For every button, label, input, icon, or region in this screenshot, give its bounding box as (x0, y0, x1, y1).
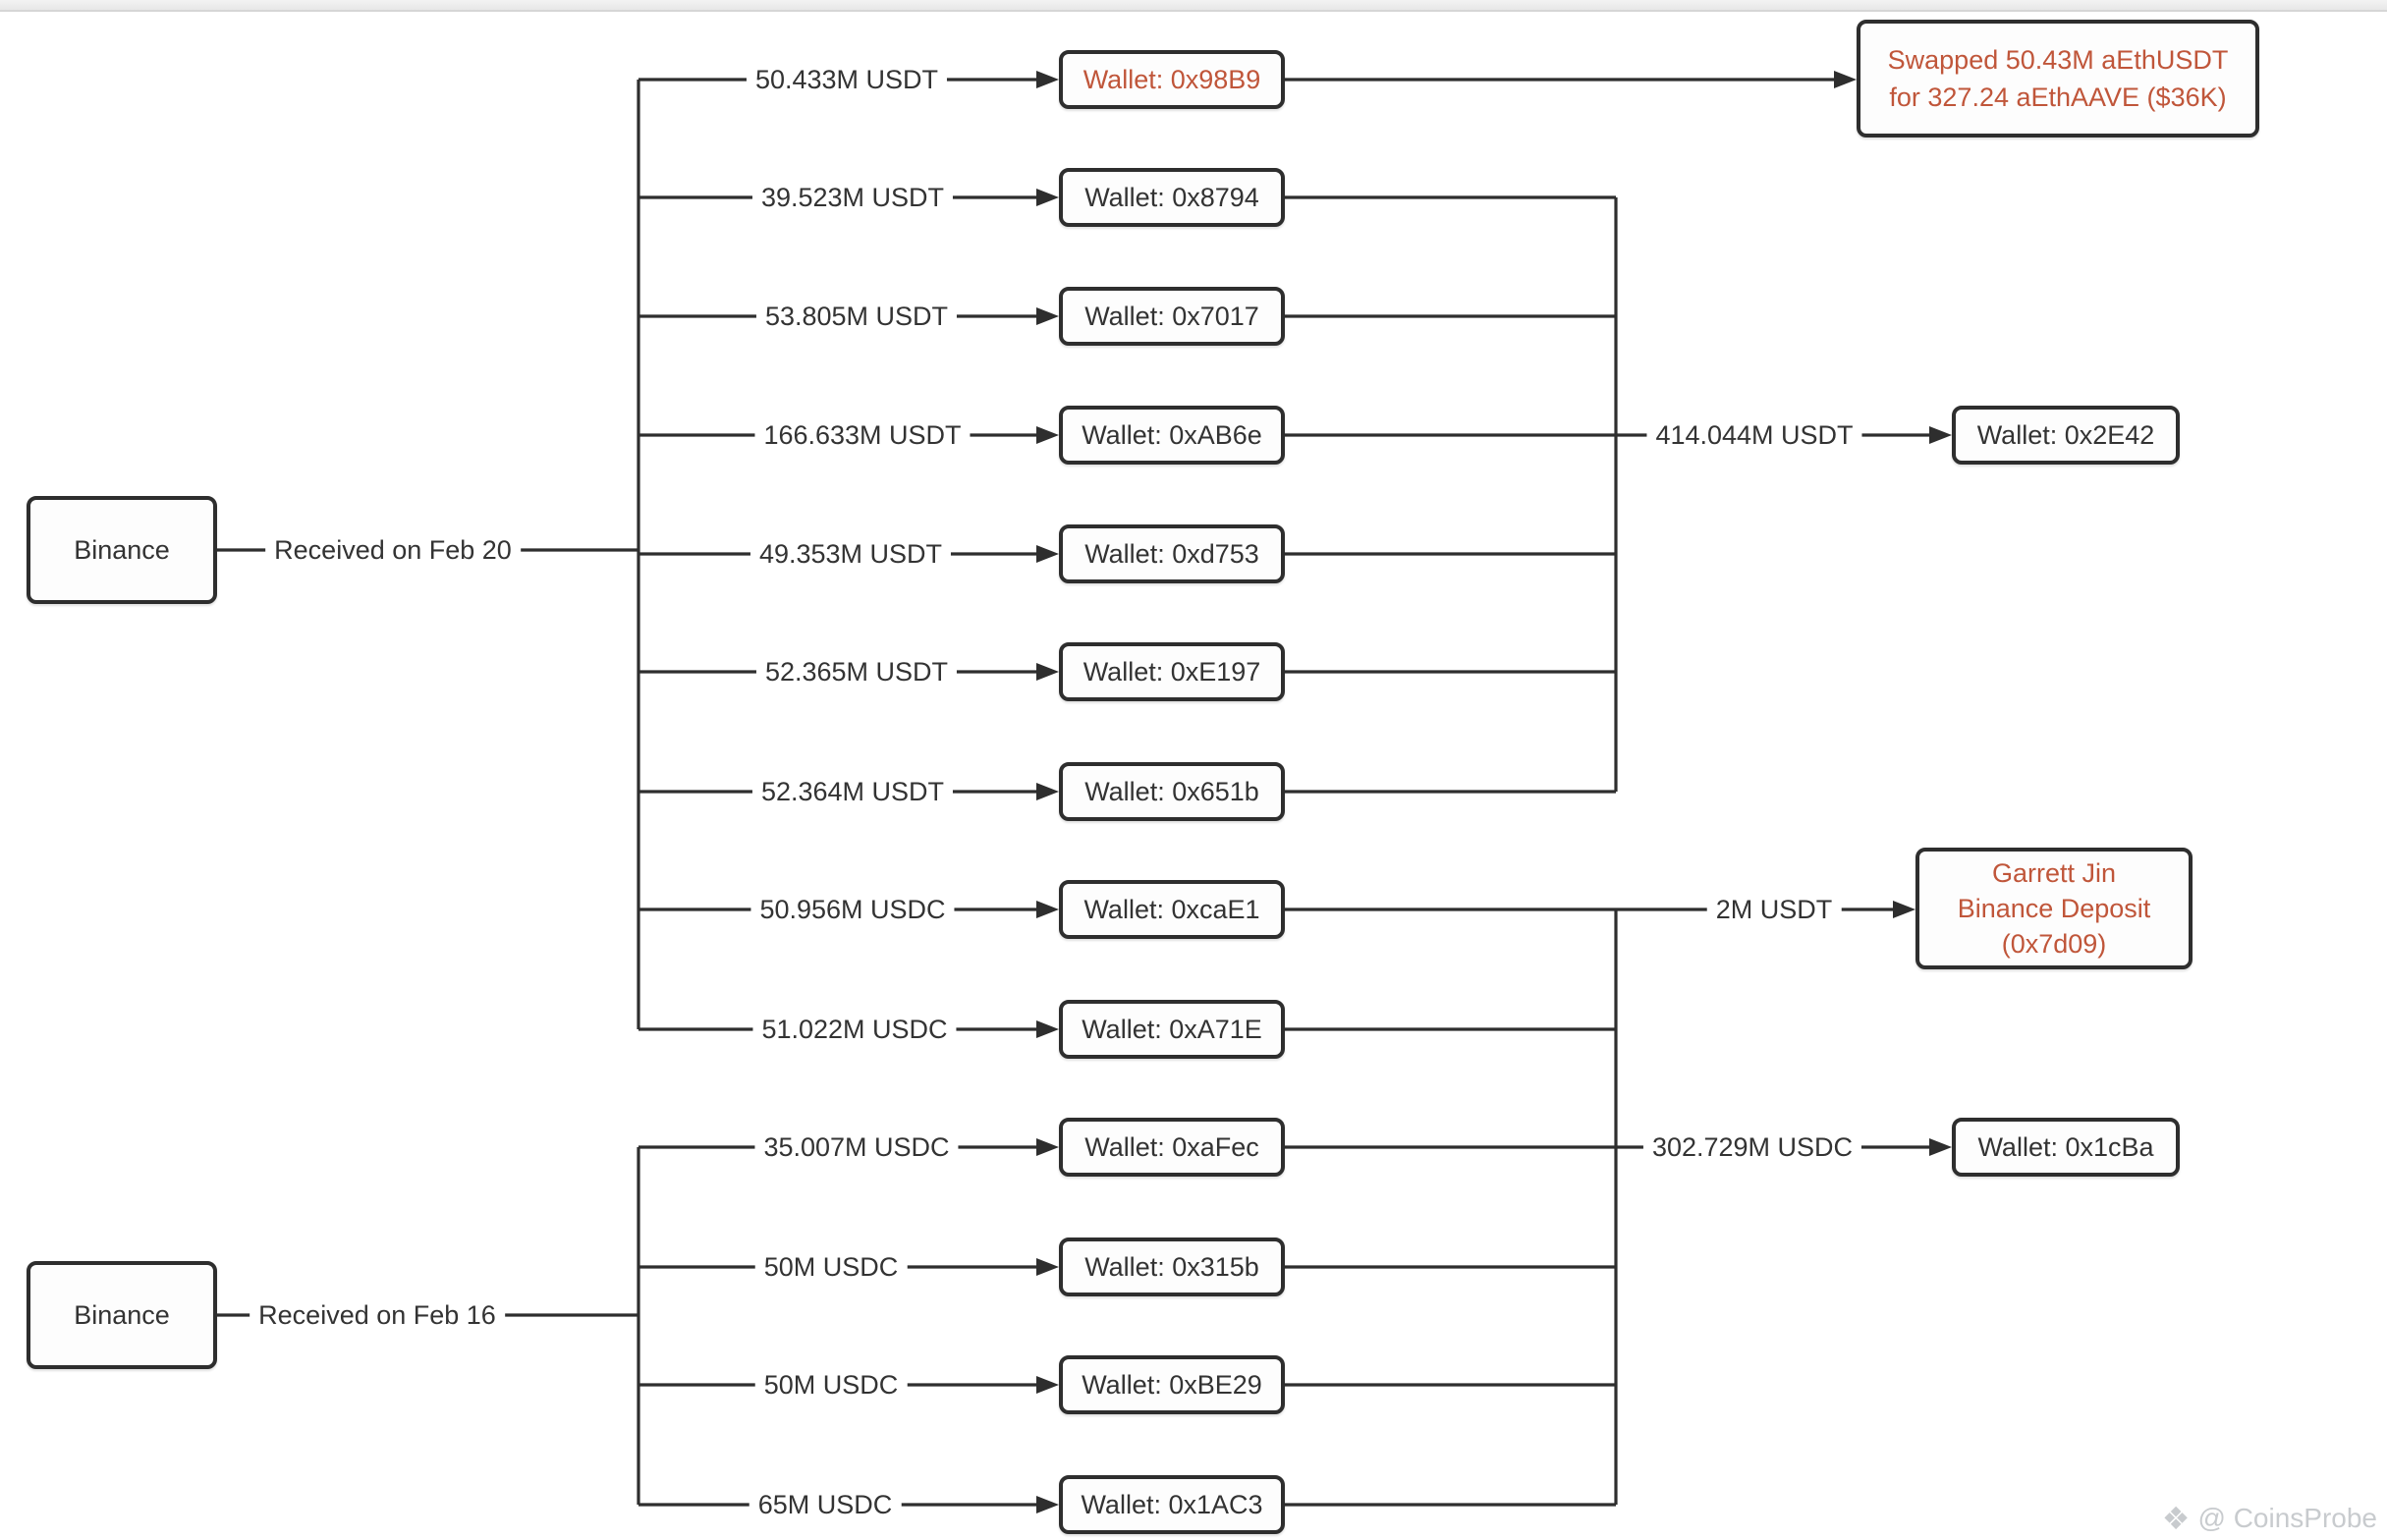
watermark: ❖ @ CoinsProbe (2162, 1503, 2377, 1534)
wallet-label: Wallet: 0x651b (1084, 776, 1259, 806)
arrowhead (1036, 783, 1059, 800)
flow-12-amount-label: 65M USDC (749, 1488, 902, 1521)
flow-6-amount-label: 52.364M USDT (751, 775, 954, 808)
flow-5-amount-label: 52.365M USDT (755, 655, 958, 688)
arrowhead (1036, 1376, 1059, 1394)
wallet-node-0xd753: Wallet: 0xd753 (1059, 524, 1285, 583)
deposit-line3: (0x7d09) (2001, 929, 2107, 959)
wallet-label: Wallet: 0xAB6e (1082, 419, 1262, 450)
arrowhead (1036, 1496, 1059, 1513)
wallet-node-0x8794: Wallet: 0x8794 (1059, 168, 1285, 227)
wallet-label: Wallet: 0xd753 (1084, 538, 1259, 569)
wallet-node-0x1cBa: Wallet: 0x1cBa (1952, 1118, 2180, 1177)
wallet-node-0x98B9: Wallet: 0x98B9 (1059, 50, 1285, 109)
source-node-binance-feb20: Binance (27, 496, 217, 604)
source-node-binance-feb16: Binance (27, 1261, 217, 1369)
wallet-node-0xBE29: Wallet: 0xBE29 (1059, 1355, 1285, 1414)
wallet-label: Wallet: 0x1AC3 (1081, 1489, 1263, 1519)
wallet-node-0x7017: Wallet: 0x7017 (1059, 287, 1285, 346)
wallet-arrowheads (1036, 71, 1059, 1513)
flow-3-amount-label: 166.633M USDT (754, 418, 971, 452)
arrowhead (1036, 71, 1059, 88)
arrowhead (1929, 426, 1952, 444)
source-label: Binance (74, 534, 170, 565)
wallet-node-0xA71E: Wallet: 0xA71E (1059, 1000, 1285, 1059)
wallet-node-0xE197: Wallet: 0xE197 (1059, 642, 1285, 701)
swap-result-node: Swapped 50.43M aEthUSDT for 327.24 aEthA… (1857, 20, 2259, 138)
arrowhead (1893, 901, 1915, 918)
watermark-text: @ CoinsProbe (2197, 1503, 2377, 1533)
wallet-label: Wallet: 0x1cBa (1977, 1131, 2154, 1162)
arrowhead (1036, 189, 1059, 206)
arrowhead (1036, 307, 1059, 325)
top-strip (0, 0, 2387, 12)
arrowhead (1036, 1258, 1059, 1276)
arrowhead (1036, 426, 1059, 444)
flow-7-amount-label: 50.956M USDC (750, 893, 955, 926)
usdc-aggregate-amount-label: 302.729M USDC (1642, 1130, 1862, 1164)
usdt-aggregate-amount-label: 414.044M USDT (1646, 418, 1862, 452)
usdt-collector-edges (1285, 195, 1952, 794)
wallet-label: Wallet: 0xaFec (1084, 1131, 1259, 1162)
coinsprobe-logo-icon: ❖ (2161, 1501, 2191, 1536)
flow-0-amount-label: 50.433M USDT (746, 63, 948, 96)
wallet-label: Wallet: 0x98B9 (1082, 64, 1261, 94)
wallet-node-0x651b: Wallet: 0x651b (1059, 762, 1285, 821)
garrett-jin-deposit-node: Garrett Jin Binance Deposit (0x7d09) (1915, 848, 2193, 969)
edge-label-feb16: Received on Feb 16 (250, 1298, 505, 1332)
flow-1-amount-label: 39.523M USDT (751, 181, 954, 214)
arrowhead (1834, 71, 1857, 88)
swap-result-line2: for 327.24 aEthAAVE ($36K) (1889, 82, 2227, 112)
flow-8-amount-label: 51.022M USDC (752, 1013, 957, 1046)
flow-10-amount-label: 50M USDC (754, 1250, 908, 1284)
wallet-label: Wallet: 0x8794 (1084, 182, 1259, 212)
flow-9-amount-label: 35.007M USDC (754, 1130, 959, 1164)
wallet-node-0x2E42: Wallet: 0x2E42 (1952, 406, 2180, 465)
wallet-label: Wallet: 0xBE29 (1082, 1369, 1262, 1400)
edge-label-feb20: Received on Feb 20 (265, 533, 521, 567)
wallet-label: Wallet: 0xcaE1 (1083, 894, 1260, 924)
wallet-node-0x1AC3: Wallet: 0x1AC3 (1059, 1475, 1285, 1534)
wallet-label: Wallet: 0xA71E (1082, 1014, 1262, 1044)
arrowhead (1929, 1138, 1952, 1156)
swap-result-line1: Swapped 50.43M aEthUSDT (1887, 45, 2229, 75)
usdc-collector-edges (1285, 901, 1952, 1507)
wallet-node-0xAB6e: Wallet: 0xAB6e (1059, 406, 1285, 465)
source-label: Binance (74, 1299, 170, 1330)
arrowhead (1036, 663, 1059, 681)
wallet-label: Wallet: 0x7017 (1084, 301, 1259, 331)
deposit-line1: Garrett Jin (1991, 858, 2117, 888)
deposit-amount-label: 2M USDT (1706, 893, 1842, 926)
swap-edge (1285, 71, 1857, 88)
flow-2-amount-label: 53.805M USDT (755, 300, 958, 333)
wallet-node-0xaFec: Wallet: 0xaFec (1059, 1118, 1285, 1177)
arrowhead (1036, 901, 1059, 918)
wallet-label: Wallet: 0x315b (1084, 1251, 1259, 1282)
arrowhead (1036, 1020, 1059, 1038)
flow-4-amount-label: 49.353M USDT (749, 537, 952, 571)
deposit-line2: Binance Deposit (1957, 894, 2151, 923)
flow-11-amount-label: 50M USDC (754, 1368, 908, 1402)
wallet-node-0xcaE1: Wallet: 0xcaE1 (1059, 880, 1285, 939)
arrowhead (1036, 545, 1059, 563)
arrowhead (1036, 1138, 1059, 1156)
wallet-label: Wallet: 0xE197 (1082, 656, 1261, 687)
wallet-label: Wallet: 0x2E42 (1976, 419, 2155, 450)
wallet-node-0x315b: Wallet: 0x315b (1059, 1238, 1285, 1296)
